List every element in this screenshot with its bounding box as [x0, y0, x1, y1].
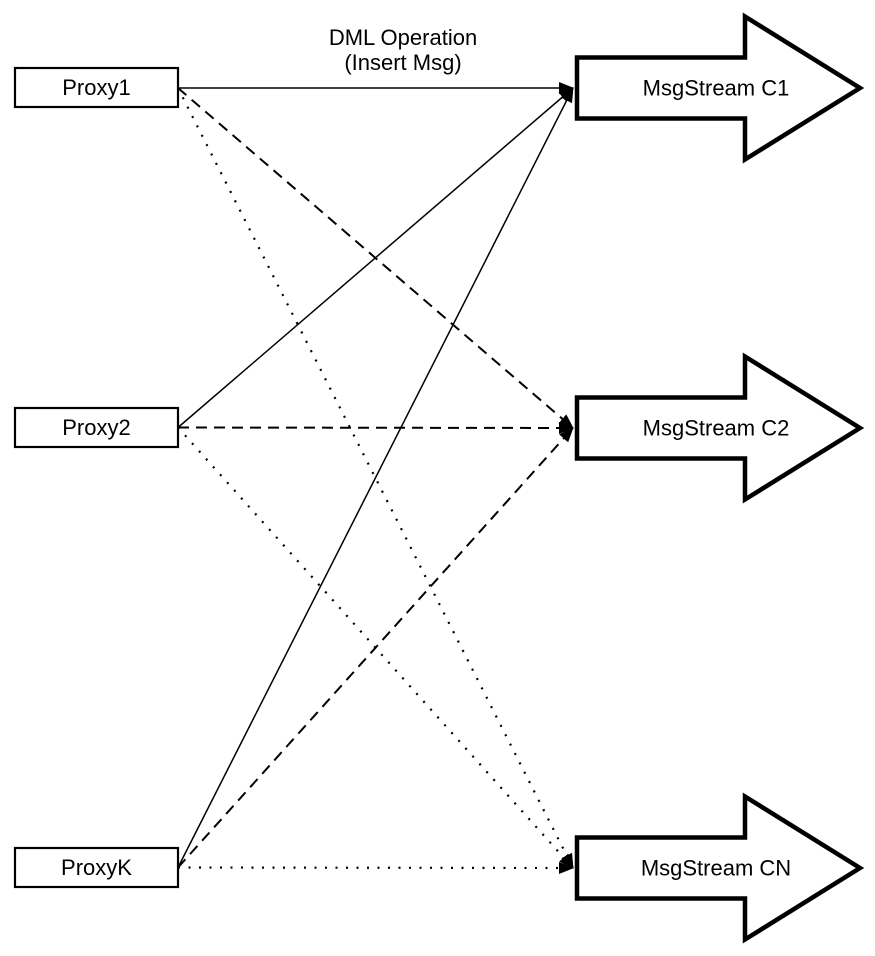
node-msgstream-c2: MsgStream C2: [574, 352, 865, 504]
proxy2-label: Proxy2: [62, 415, 130, 440]
edge-label-line2: (Insert Msg): [344, 50, 461, 75]
edge-label-dml-operation: DML Operation (Insert Msg): [329, 25, 477, 75]
proxy1-box: [13, 66, 180, 109]
connector-proxy2-to-c2: [177, 421, 574, 434]
proxyk-box: [13, 846, 180, 889]
proxyk-label: ProxyK: [61, 855, 132, 880]
proxy1-label: Proxy1: [62, 75, 130, 100]
node-msgstream-cn: MsgStream CN: [574, 792, 865, 944]
msgstream-c1-label: MsgStream C1: [643, 76, 790, 101]
msgstream-c2-block-arrow-icon: [574, 352, 865, 504]
edge-label-line1: DML Operation: [329, 25, 477, 50]
node-proxy1: Proxy1: [13, 66, 180, 109]
msgstream-c2-label: MsgStream C2: [643, 416, 790, 441]
connector-proxyk-to-cn: [177, 861, 574, 874]
proxy-nodes: Proxy1 Proxy2 ProxyK: [13, 66, 180, 889]
connector-proxy2-to-cn: [177, 426, 574, 869]
node-proxyk: ProxyK: [13, 846, 180, 889]
connector-proxyk-to-c1: [177, 87, 574, 868]
stream-nodes: MsgStream C1 MsgStream C2 MsgStream CN: [574, 12, 865, 944]
proxy2-box: [13, 406, 180, 449]
node-msgstream-c1: MsgStream C1: [574, 12, 865, 164]
connectors: [177, 82, 574, 874]
connector-proxy1-to-c2: [177, 87, 574, 429]
msgstream-c1-block-arrow-icon: [574, 12, 865, 164]
msgstream-cn-block-arrow-icon: [574, 792, 865, 944]
msgstream-cn-label: MsgStream CN: [641, 856, 791, 881]
node-proxy2: Proxy2: [13, 406, 180, 449]
